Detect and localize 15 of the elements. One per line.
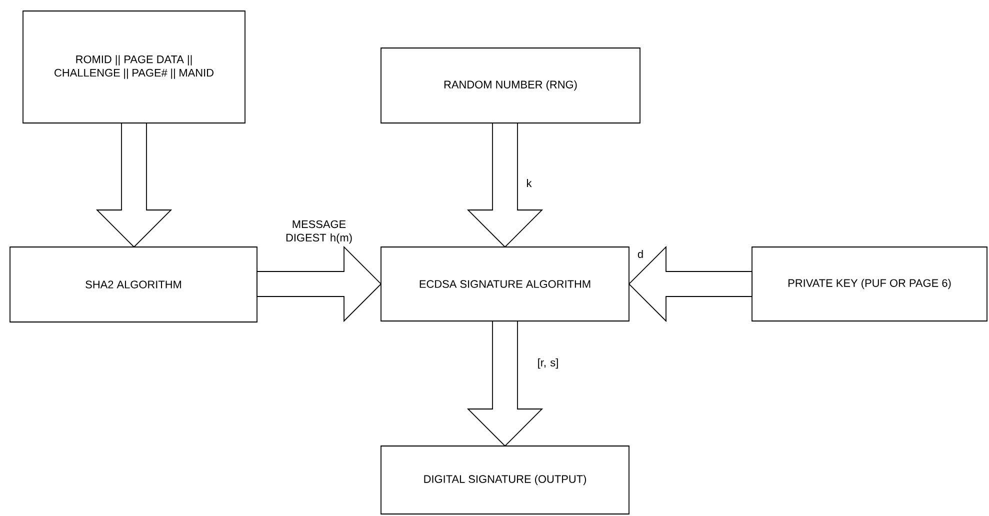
process-box: PRIVATE KEY (PUF OR PAGE 6) <box>752 246 988 322</box>
block-arrow <box>96 122 172 248</box>
process-box: DIGITAL SIGNATURE (OUTPUT) <box>380 446 630 514</box>
edge-label: k <box>527 179 532 187</box>
block-arrow <box>628 246 752 322</box>
process-box: SHA2 ALGORITHM <box>10 246 258 322</box>
process-box: RANDOM NUMBER (RNG) <box>380 48 640 124</box>
block-arrow <box>466 320 544 447</box>
process-box: ECDSA SIGNATURE ALGORITHM <box>380 246 630 322</box>
edge-label: [r, s] <box>538 358 558 369</box>
process-box: ROMID || PAGE DATA || CHALLENGE || PAGE# || MANID <box>22 10 246 124</box>
block-arrow <box>256 246 382 322</box>
edge-label: d <box>638 250 643 258</box>
edge-label: MESSAGE DIGEST h(m) <box>286 220 352 244</box>
block-arrow <box>466 122 544 248</box>
